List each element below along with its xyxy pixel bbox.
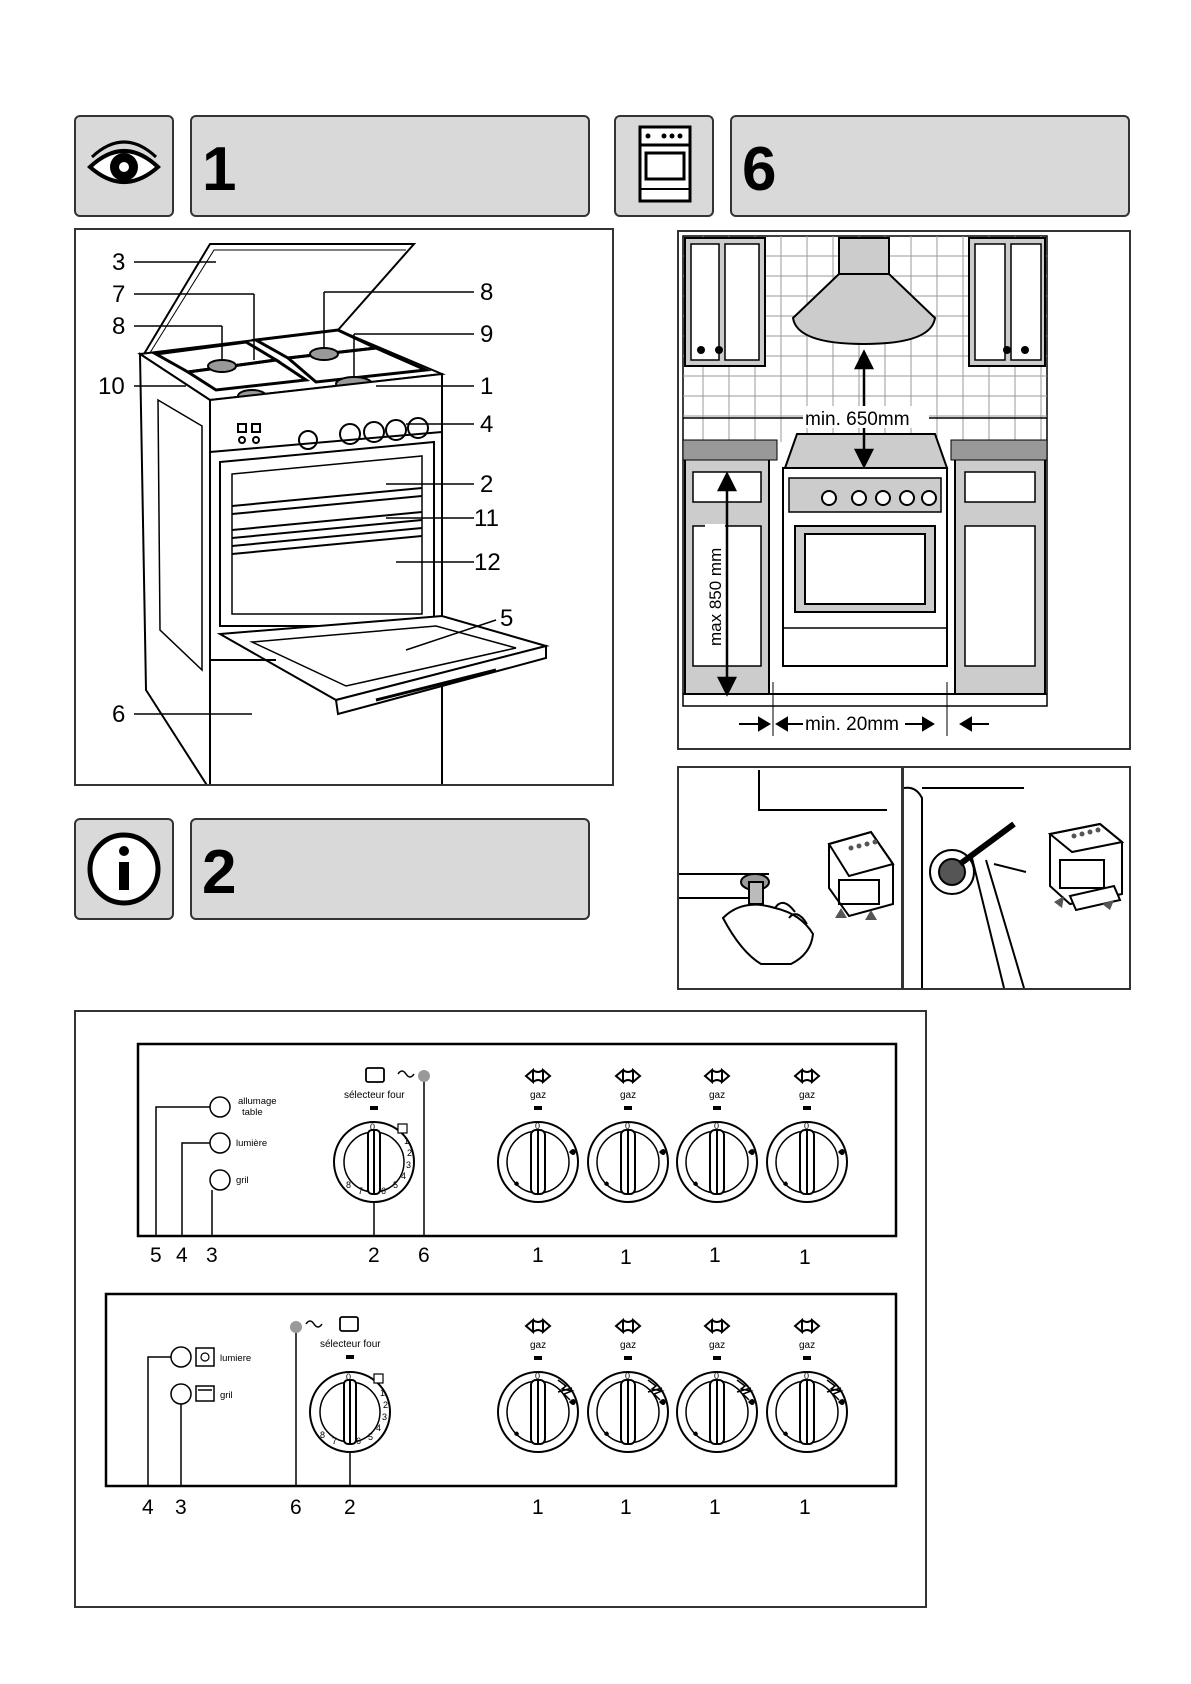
foot-adjust-frame-left (677, 766, 903, 990)
button-label-table: table (242, 1107, 263, 1118)
section-2-title-bar: 2 (190, 818, 590, 920)
oven-dial-mark-0: 0 (370, 1122, 375, 1132)
oven-dial-mark-1: 1 (404, 1136, 409, 1146)
top-callout-1c: 1 (709, 1244, 721, 1267)
bottom-button-label-gril: gril (220, 1390, 233, 1401)
top-callout-2: 2 (368, 1244, 380, 1267)
section-1-number: 1 (202, 139, 236, 201)
section-6-number: 6 (742, 139, 776, 201)
burner-label-gaz: gaz (530, 1340, 546, 1351)
knob-zero-mark: 0 (804, 1371, 809, 1381)
oven-selector-label-top: sélecteur four (344, 1090, 405, 1101)
info-icon-tile (74, 818, 174, 920)
oven-dial-mark-2: 2 (407, 1148, 412, 1158)
stove-icon (616, 117, 712, 215)
stove-icon-tile (614, 115, 714, 217)
section-1-title-bar: 1 (190, 115, 590, 217)
section-2-number: 2 (202, 842, 236, 904)
knob-zero-mark: 0 (625, 1371, 630, 1381)
bottom-callout-1b: 1 (620, 1496, 632, 1519)
section-6-title-bar: 6 (730, 115, 1130, 217)
foot-adjust-illustration-left (679, 768, 901, 988)
burner-label-gaz: gaz (709, 1340, 725, 1351)
callout-6: 6 (112, 701, 125, 728)
callout-10: 10 (98, 373, 125, 400)
knob-zero-mark: 0 (804, 1121, 809, 1131)
bottom-oven-dial-mark-4: 4 (376, 1423, 381, 1433)
burner-label-gaz: gaz (799, 1090, 815, 1101)
bottom-callout-4: 4 (142, 1496, 154, 1519)
bottom-callout-1a: 1 (532, 1496, 544, 1519)
burner-label-gaz: gaz (620, 1090, 636, 1101)
knob-zero-mark: 0 (714, 1121, 719, 1131)
oven-dial-mark-4: 4 (401, 1171, 406, 1181)
bottom-oven-dial-mark-3: 3 (382, 1412, 387, 1422)
side-clearance-label: min. 20mm (805, 714, 899, 735)
bottom-oven-dial-mark-7: 7 (332, 1436, 337, 1446)
eye-icon-tile (74, 115, 174, 217)
bottom-callout-2: 2 (344, 1496, 356, 1519)
button-label-lumiere: lumière (236, 1138, 267, 1149)
oven-dial-mark-3: 3 (406, 1160, 411, 1170)
eye-icon (76, 117, 172, 215)
bottom-callout-1d: 1 (799, 1496, 811, 1519)
bottom-oven-dial-mark-2: 2 (383, 1400, 388, 1410)
top-callout-1d: 1 (799, 1246, 811, 1269)
oven-dial-mark-7: 7 (358, 1186, 363, 1196)
top-callout-5: 5 (150, 1244, 162, 1267)
bottom-callout-6: 6 (290, 1496, 302, 1519)
burner-label-gaz: gaz (709, 1090, 725, 1101)
callout-lid: 3 (112, 249, 125, 276)
control-panels-frame: allumage table lumière gril sélecteur fo… (74, 1010, 927, 1608)
bottom-oven-dial-mark-0: 0 (346, 1372, 351, 1382)
bottom-oven-dial-mark-6: 6 (356, 1436, 361, 1446)
top-callout-6: 6 (418, 1244, 430, 1267)
bottom-callout-3: 3 (175, 1496, 187, 1519)
bottom-oven-dial-mark-8: 8 (320, 1430, 325, 1440)
burner-label-gaz: gaz (530, 1090, 546, 1101)
burner-label-gaz: gaz (620, 1340, 636, 1351)
bottom-oven-dial-mark-5: 5 (368, 1432, 373, 1442)
control-panels: allumage table lumière gril sélecteur fo… (76, 1012, 925, 1606)
top-callout-1b: 1 (620, 1246, 632, 1269)
cooker-diagram-frame: 3 7 8 10 8 9 1 4 2 11 12 5 6 (74, 228, 614, 786)
callout-2: 2 (480, 471, 493, 498)
installation-diagram-frame: min. 650mm max 850 mm min. 20mm (677, 230, 1131, 750)
bottom-button-label-lumiere: lumiere (220, 1353, 251, 1364)
burner-label-gaz: gaz (799, 1340, 815, 1351)
callout-12: 12 (474, 549, 501, 576)
callout-8-right: 8 (480, 279, 493, 306)
foot-adjust-frame-right (902, 766, 1131, 990)
info-icon (76, 820, 172, 918)
bottom-oven-dial-mark-1: 1 (380, 1388, 385, 1398)
top-callout-4: 4 (176, 1244, 188, 1267)
knob-zero-mark: 0 (714, 1371, 719, 1381)
hood-clearance-label: min. 650mm (805, 409, 910, 430)
bottom-callout-1c: 1 (709, 1496, 721, 1519)
callout-1: 1 (480, 373, 493, 400)
callout-5: 5 (500, 605, 513, 632)
callout-11: 11 (474, 505, 499, 532)
oven-dial-mark-5: 5 (393, 1180, 398, 1190)
button-label-allumage: allumage (238, 1096, 277, 1107)
top-callout-1a: 1 (532, 1244, 544, 1267)
button-label-gril: gril (236, 1175, 249, 1186)
oven-dial-mark-8: 8 (346, 1180, 351, 1190)
callout-4: 4 (480, 411, 493, 438)
oven-dial-mark-6: 6 (381, 1186, 386, 1196)
cooker-diagram: 3 7 8 10 8 9 1 4 2 11 12 5 6 (76, 230, 612, 784)
callout-8-left: 8 (112, 313, 125, 340)
knob-zero-mark: 0 (535, 1371, 540, 1381)
installation-diagram: min. 650mm max 850 mm min. 20mm (679, 232, 1129, 748)
knob-zero-mark: 0 (535, 1121, 540, 1131)
oven-selector-label-bottom: sélecteur four (320, 1339, 381, 1350)
foot-adjust-illustration-right (904, 768, 1129, 988)
knob-zero-mark: 0 (625, 1121, 630, 1131)
callout-7: 7 (112, 281, 125, 308)
top-callout-3: 3 (206, 1244, 218, 1267)
callout-9: 9 (480, 321, 493, 348)
max-height-label: max 850 mm (706, 548, 725, 646)
